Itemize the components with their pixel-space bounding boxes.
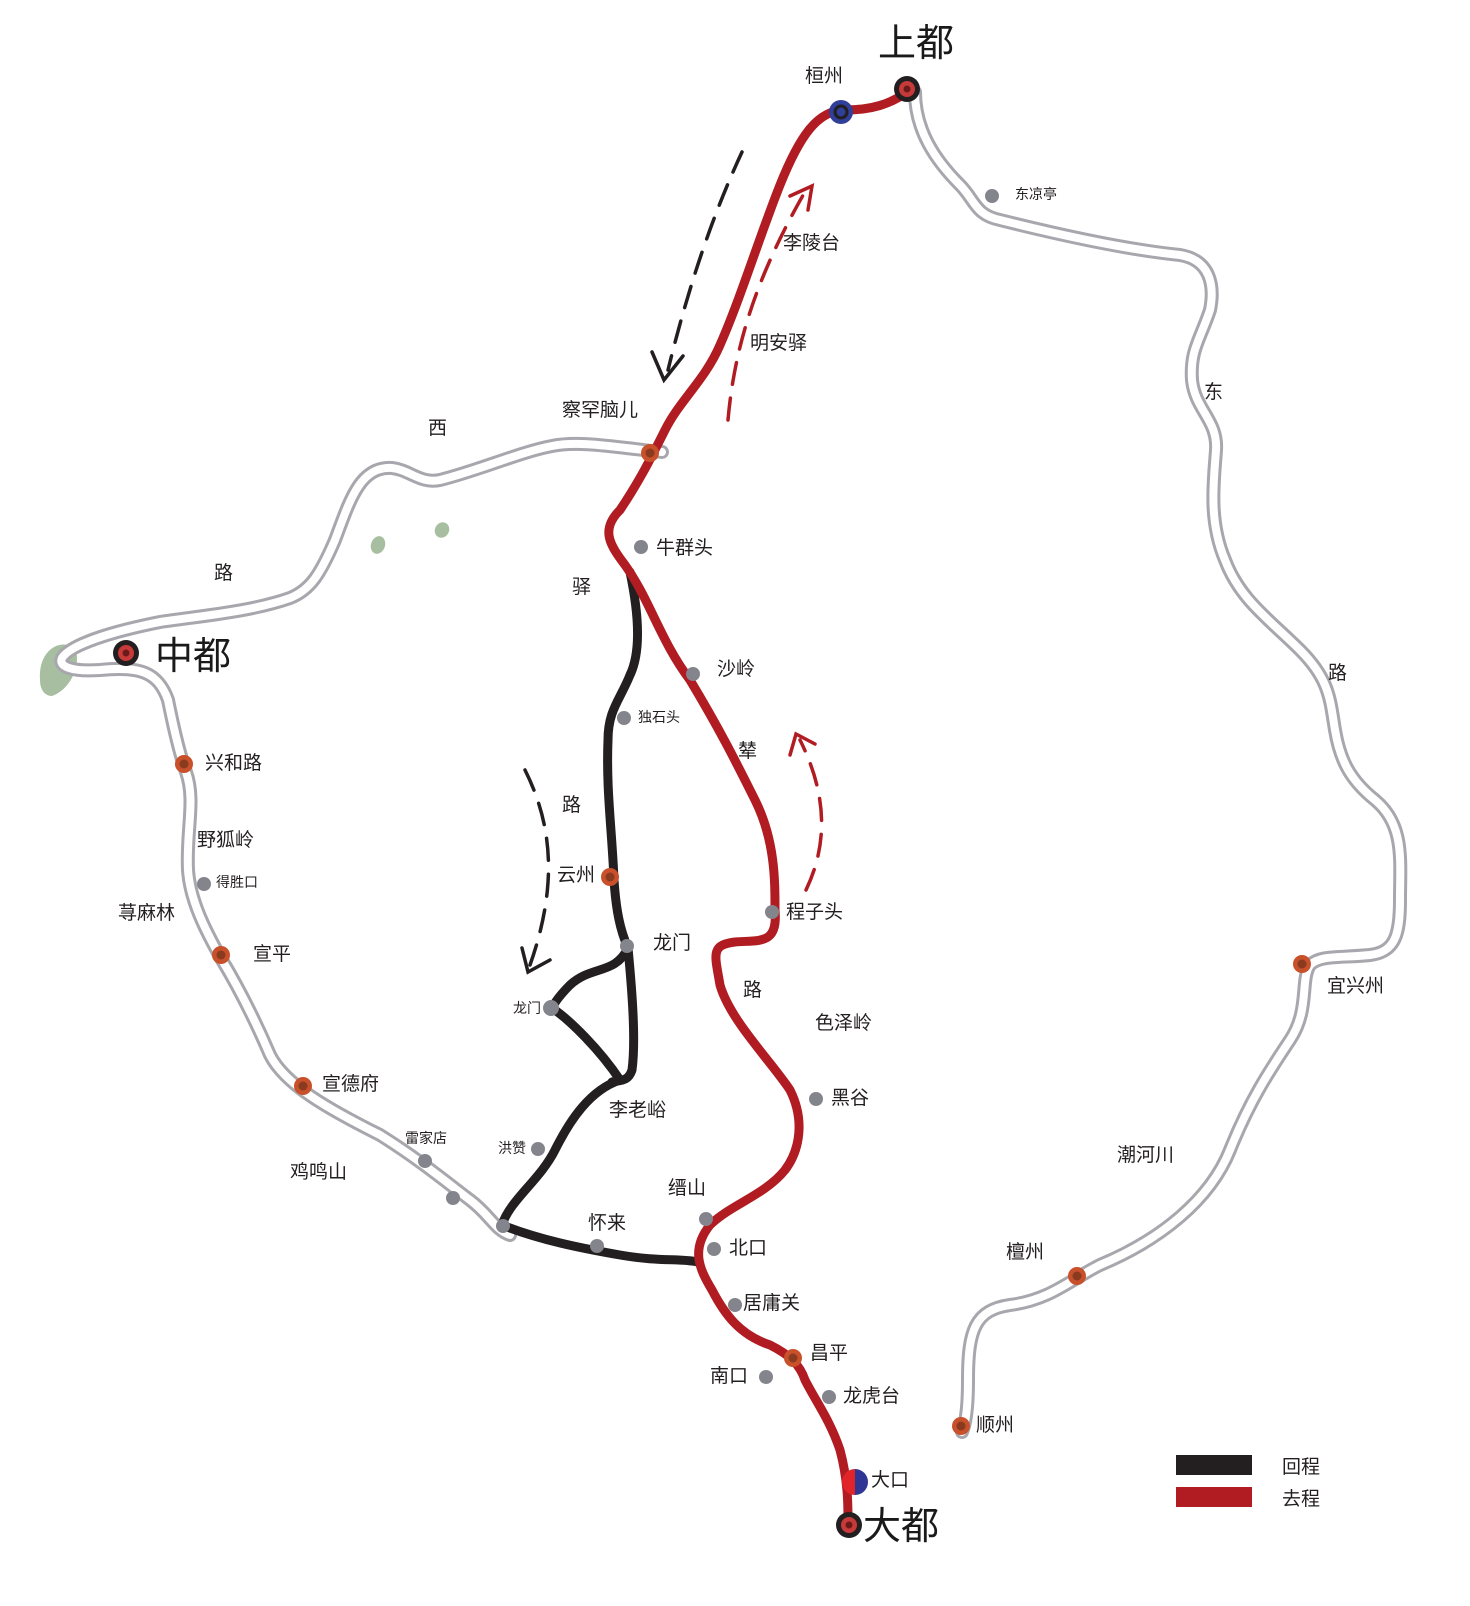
capital-markers xyxy=(113,76,920,1538)
station-label: 昌平 xyxy=(810,1342,849,1364)
capital-shangdu: 上都 xyxy=(878,21,955,65)
station-label: 顺州 xyxy=(976,1414,1015,1436)
station-label: 东凉亭 xyxy=(1015,187,1057,203)
station-label: 宜兴州 xyxy=(1327,975,1385,997)
dakou-marker xyxy=(842,1469,868,1495)
road-label-west-2: 路 xyxy=(214,562,234,584)
station-label: 桓州 xyxy=(805,65,844,87)
station-label: 缙山 xyxy=(668,1177,707,1199)
station-label: 黑谷 xyxy=(831,1087,870,1109)
capital-dadu: 大都 xyxy=(863,1504,940,1548)
legend: 回程 去程 xyxy=(1176,1449,1320,1513)
road-label-east-1: 东 xyxy=(1204,381,1224,403)
minor-stops xyxy=(197,189,999,1404)
station-label: 独石头 xyxy=(638,710,680,726)
station-label: 龙门 xyxy=(513,1001,541,1017)
station-label: 大口 xyxy=(871,1469,910,1491)
station-label: 云州 xyxy=(557,864,596,886)
legend-swatch-return xyxy=(1176,1455,1252,1475)
station-label: 龙门 xyxy=(653,932,692,954)
legend-item-outbound: 去程 xyxy=(1176,1481,1320,1513)
station-label: 潮河川 xyxy=(1117,1144,1175,1166)
station-label: 龙虎台 xyxy=(843,1385,901,1407)
station-label: 怀来 xyxy=(588,1212,627,1234)
road-label-east-2: 路 xyxy=(1328,662,1348,684)
huanzhou-marker xyxy=(829,100,853,124)
station-label: 鸡鸣山 xyxy=(290,1161,348,1183)
road-label-yi-2: 路 xyxy=(562,794,582,816)
station-label: 檀州 xyxy=(1006,1241,1045,1263)
station-label: 沙岭 xyxy=(717,658,756,680)
station-label: 洪赞 xyxy=(498,1141,526,1157)
white-stops xyxy=(705,232,746,344)
station-label: 程子头 xyxy=(786,901,844,923)
station-label: 察罕脑儿 xyxy=(562,399,639,421)
direction-arrows xyxy=(520,150,824,975)
station-label: 得胜口 xyxy=(216,875,258,891)
capital-zhongdu: 中都 xyxy=(155,634,232,678)
station-label: 牛群头 xyxy=(656,537,714,559)
roads xyxy=(54,85,1408,1439)
road-label-nian-1: 辇 xyxy=(738,740,758,762)
road-label-west-1: 西 xyxy=(428,417,448,439)
station-label: 宣德府 xyxy=(322,1073,380,1095)
station-label: 居庸关 xyxy=(743,1292,801,1314)
station-label: 荨麻林 xyxy=(118,902,176,924)
legend-swatch-outbound xyxy=(1176,1487,1252,1507)
major-stops xyxy=(175,444,1311,1435)
road-label-yi-1: 驿 xyxy=(572,576,592,598)
legend-label: 去程 xyxy=(1282,1487,1321,1510)
legend-label: 回程 xyxy=(1282,1455,1321,1478)
station-label: 南口 xyxy=(710,1365,749,1387)
return-route xyxy=(497,567,703,1267)
legend-item-return: 回程 xyxy=(1176,1449,1320,1481)
station-label: 宣平 xyxy=(253,943,292,965)
station-label: 野狐岭 xyxy=(197,829,255,851)
station-label: 明安驿 xyxy=(750,332,808,354)
station-label: 北口 xyxy=(729,1237,768,1259)
station-label: 李老峪 xyxy=(609,1099,667,1121)
road-label-nian-2: 路 xyxy=(743,979,763,1001)
station-label: 李陵台 xyxy=(783,232,841,254)
station-label: 兴和路 xyxy=(205,752,263,774)
station-label: 雷家店 xyxy=(405,1131,447,1147)
station-label: 色泽岭 xyxy=(815,1012,873,1034)
